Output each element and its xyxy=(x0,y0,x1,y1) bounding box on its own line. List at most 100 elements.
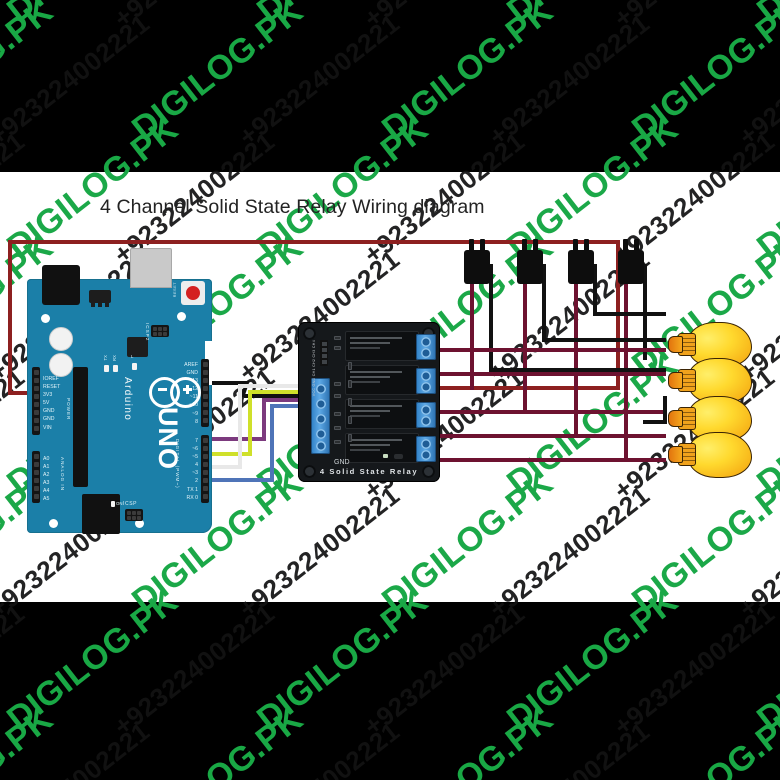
on-led xyxy=(111,501,115,507)
pin-2: 2 xyxy=(195,478,198,485)
icsp-header[interactable] xyxy=(125,509,143,521)
resistor-1 xyxy=(334,336,341,340)
watermark-phone: +923224002221 xyxy=(608,0,780,34)
reset-button-cap[interactable] xyxy=(186,286,200,300)
mains-neutral-drop-2 xyxy=(542,264,546,340)
watermark-brand: DIGILOG.PK xyxy=(0,581,186,738)
relay-mounting-hole-bl xyxy=(303,465,316,478)
mains-live-run-4 xyxy=(436,434,666,438)
digital-lower-labels: 7 ~6 ~5 4 ~3 2 TX 1 RX 0 xyxy=(174,437,198,502)
diagram-title: 4 Channel Solid State Relay Wiring diagr… xyxy=(100,196,485,218)
mounting-hole-tr xyxy=(177,312,186,321)
lamp-2 xyxy=(660,358,765,408)
relay-output-terminal-1[interactable] xyxy=(416,334,436,360)
watermark-brand: DIGILOG.PK xyxy=(375,0,561,148)
pin-a5: A5 xyxy=(43,496,50,503)
resistor-11 xyxy=(348,416,352,424)
watermark-brand: DIGILOG.PK xyxy=(0,0,61,148)
ac-plug-4 xyxy=(618,239,644,284)
rx-led-label: RX xyxy=(112,355,117,361)
reset-button[interactable]: RESET xyxy=(172,281,205,305)
mains-live-run-3 xyxy=(436,410,666,414)
resistor-3 xyxy=(334,382,341,386)
lamp-4-glass xyxy=(688,432,752,478)
watermark-brand: DIGILOG.PK xyxy=(375,699,561,780)
digital-header-upper[interactable] xyxy=(201,359,209,427)
power-header[interactable] xyxy=(32,367,40,435)
ac-plug-2 xyxy=(517,239,543,284)
watermark-phone: +923224002221 xyxy=(733,716,780,780)
l-led xyxy=(132,363,137,370)
solid-state-relay-module[interactable]: VCC GND CH1 CH2 CH3 CH4 GND 4 Solid Sta xyxy=(298,322,440,482)
watermark-phone: +923224002221 xyxy=(233,7,406,152)
watermark-phone: +923224002221 xyxy=(0,597,31,742)
resistor-6 xyxy=(334,426,341,430)
resistor-7 xyxy=(334,440,341,444)
relay-mounting-hole-tl xyxy=(303,327,316,340)
capacitor-1 xyxy=(49,327,73,351)
wire-5v-segment-b xyxy=(8,240,12,393)
pin-5v: 5V xyxy=(43,400,50,407)
ssr-chip-2 xyxy=(345,365,419,395)
resistor-12 xyxy=(348,434,352,442)
rx-led xyxy=(113,365,118,372)
watermark-brand: DIGILOG.PK xyxy=(500,0,686,31)
mounting-hole-tl xyxy=(41,314,50,323)
watermark-phone: +923224002221 xyxy=(608,597,780,742)
digital-group-label: DIGITAL (PWM~) xyxy=(175,439,180,489)
mains-live-drop-1 xyxy=(470,264,474,390)
watermark-brand: DIGILOG.PK xyxy=(625,699,780,780)
wire-ch2-olive-h1 xyxy=(206,452,252,456)
mounting-hole-br xyxy=(135,519,144,528)
mains-neutral-drop-1 xyxy=(489,264,493,370)
wire-gnd-segment-c xyxy=(244,394,308,398)
relay-output-terminal-4[interactable] xyxy=(416,436,436,462)
arduino-uno-board[interactable]: RESET ICSP2 ICSP IOREF RES xyxy=(27,248,212,534)
tx-led xyxy=(104,365,109,372)
watermark-brand: DIGILOG.PK xyxy=(625,0,780,148)
wire-ch2-olive-v xyxy=(248,390,252,454)
pin-a4: A4 xyxy=(43,488,50,495)
relay-input-labels: VCC GND CH1 CH2 CH3 CH4 xyxy=(312,340,316,397)
pin-8: 8 xyxy=(195,418,198,425)
resistor-5 xyxy=(334,412,341,416)
pin-3: ~3 xyxy=(192,470,198,477)
wire-ch3-white-h1 xyxy=(206,465,242,469)
mains-live-run-2 xyxy=(436,372,666,376)
capacitor-2 xyxy=(49,353,73,377)
relay-output-terminal-2[interactable] xyxy=(416,368,436,394)
pin-ioref: IOREF xyxy=(43,376,59,382)
watermark-brand: DIGILOG.PK xyxy=(250,0,436,31)
resistor-10 xyxy=(348,398,352,406)
ssr-chip-3 xyxy=(345,399,419,429)
wire-ch4-blue-v xyxy=(270,404,274,480)
lamp-1-contact xyxy=(668,336,683,353)
icsp2-header[interactable] xyxy=(151,325,169,337)
ssr-chip-4 xyxy=(345,433,419,463)
watermark-brand: DIGILOG.PK xyxy=(500,581,686,738)
wire-ch1-purple-v xyxy=(262,398,266,439)
pin-6: ~6 xyxy=(192,446,198,453)
voltage-regulator xyxy=(89,290,111,307)
mounting-hole-bl xyxy=(49,519,58,528)
analog-header[interactable] xyxy=(32,451,40,503)
watermark-brand: DIGILOG.PK xyxy=(0,0,186,31)
icsp2-label: ICSP2 xyxy=(145,323,150,342)
reset-label: RESET xyxy=(172,282,177,298)
watermark-brand: DIGILOG.PK xyxy=(125,0,311,148)
pin-9: ~9 xyxy=(192,410,198,417)
tx-led-label: TX xyxy=(103,355,108,361)
watermark-brand: DIGILOG.PK xyxy=(0,699,61,780)
digital-header-lower[interactable] xyxy=(201,435,209,503)
relay-input-terminal-block[interactable] xyxy=(311,378,330,454)
watermark-phone: +923224002221 xyxy=(0,716,156,780)
relay-output-terminal-3[interactable] xyxy=(416,402,436,428)
bottom-chip xyxy=(82,494,120,534)
pin-a3: A3 xyxy=(43,480,50,487)
wire-ch4-blue-h1 xyxy=(206,478,274,482)
mains-neutral-run-2 xyxy=(542,338,666,342)
relay-input-pin-header[interactable] xyxy=(320,340,328,366)
mains-neutral-drop-3 xyxy=(593,264,597,314)
pin-vin: VIN xyxy=(43,424,52,431)
mains-neutral-run-4 xyxy=(643,420,667,424)
